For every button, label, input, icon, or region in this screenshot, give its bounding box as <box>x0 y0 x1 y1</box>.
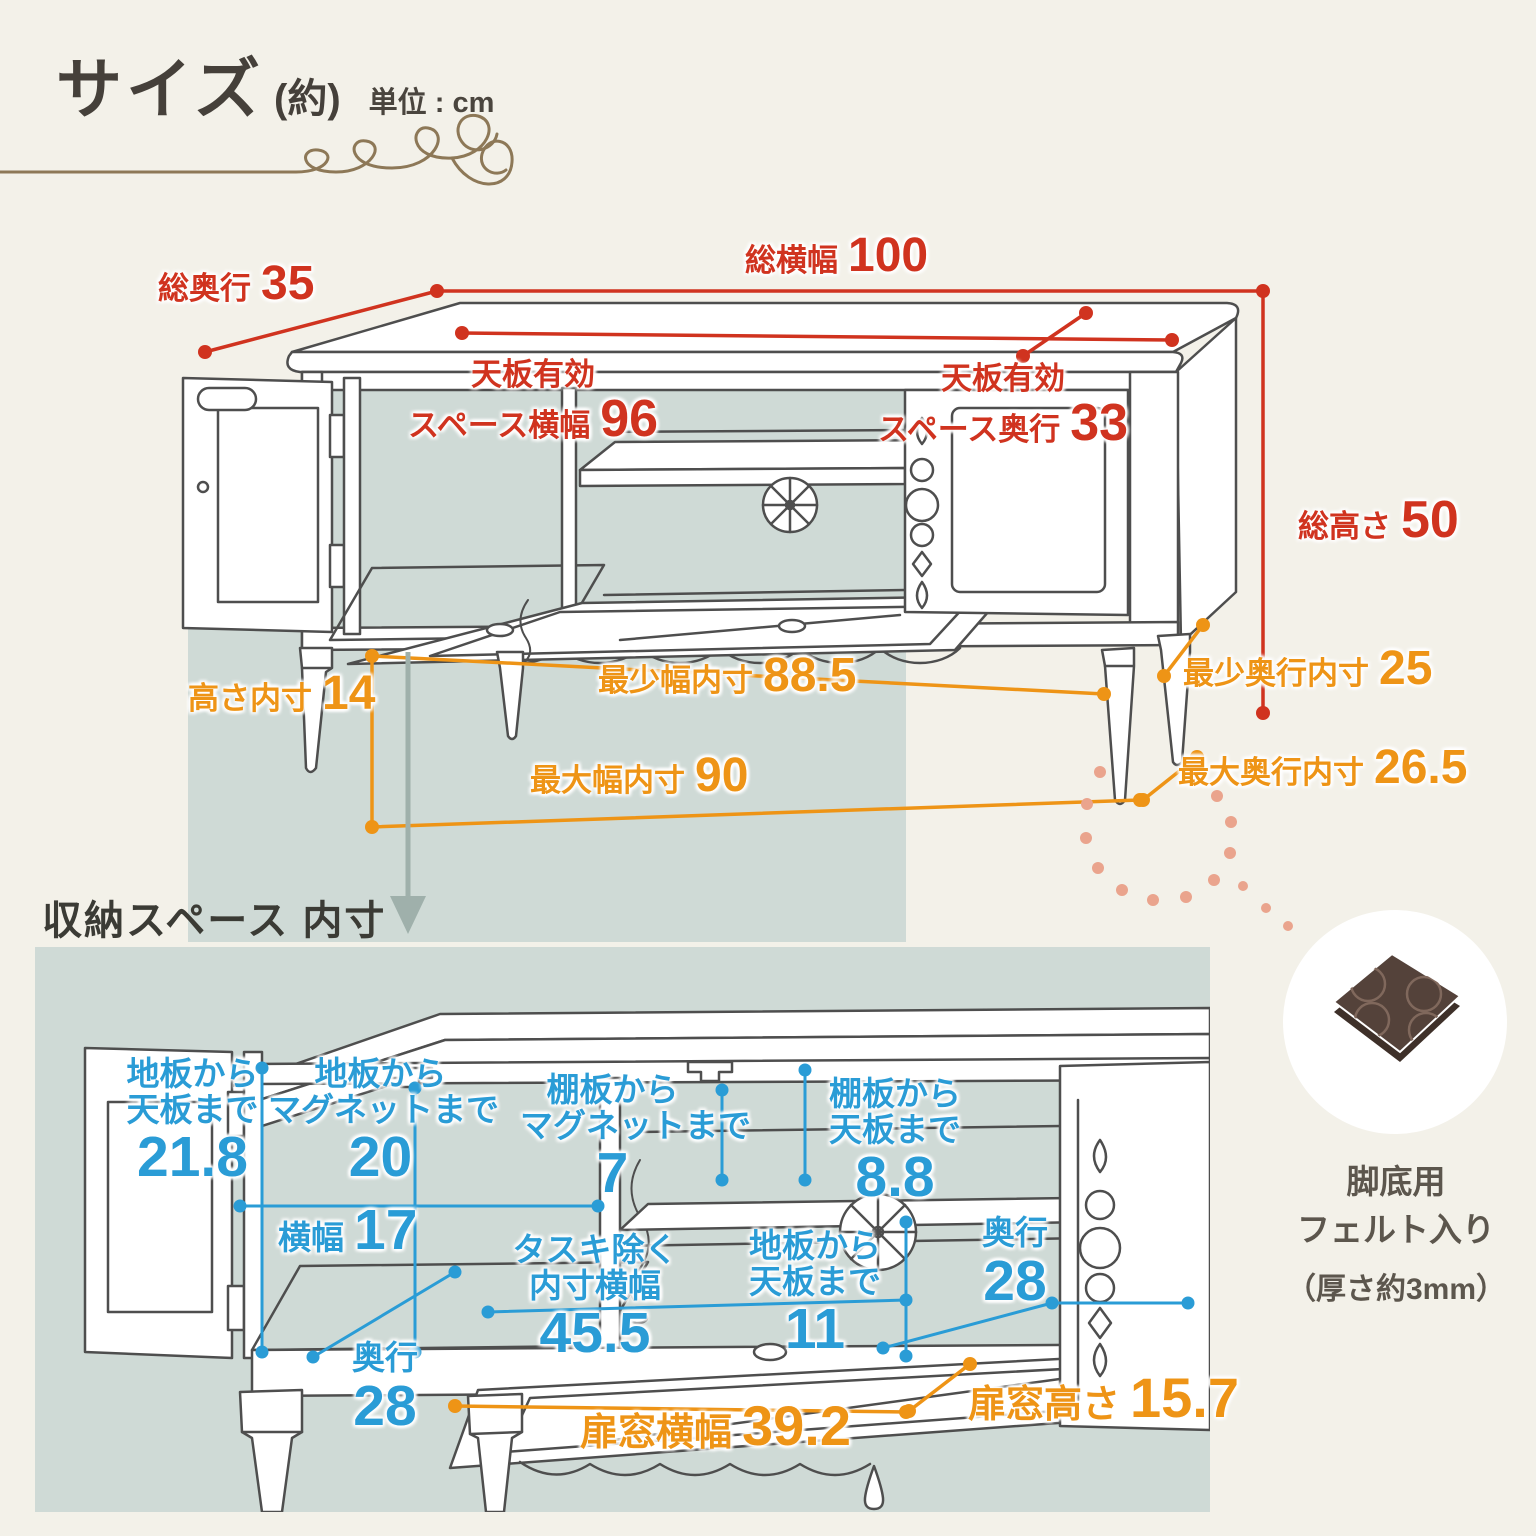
storage-section-title: 収納スペース 内寸 <box>42 899 387 943</box>
storage-right-door <box>1058 1060 1210 1432</box>
dim-min-inner-depth: 最少奥行内寸 25 <box>1183 642 1433 695</box>
dim-floor-to-magnet: 地板から マグネットまで 20 <box>268 1055 499 1190</box>
dim-center-depth: 奥行 28 <box>982 1214 1048 1313</box>
flourish-ornament <box>0 113 514 186</box>
dotted-trail <box>1080 766 1293 931</box>
flap-door-open <box>346 594 1004 666</box>
dim-left-width: 横幅 17 <box>278 1198 418 1262</box>
left-door-open <box>181 376 362 636</box>
dim-total-height: 総高さ 50 <box>1298 491 1459 549</box>
dim-total-depth: 総奥行 35 <box>158 257 315 310</box>
red-dimension-lines <box>198 284 1270 720</box>
overall-cabinet-drawing <box>181 301 1240 942</box>
page-title-text: サイズ <box>56 52 265 126</box>
dim-top-space-depth: 天板有効 スペース奥行 33 <box>877 361 1129 453</box>
dim-door-window-width: 扉窓横幅 39.2 <box>580 1394 852 1457</box>
dim-max-inner-width: 最大幅内寸 90 <box>530 749 749 802</box>
cabinet-legs <box>298 632 1192 806</box>
page-title-approx: (約) <box>274 77 341 121</box>
page-title: サイズ (約) 単位 : cm <box>56 36 494 132</box>
zoom-arrow-icon <box>390 652 426 934</box>
dim-shelf-to-top: 棚板から 天板まで 8.8 <box>829 1075 961 1210</box>
dim-inner-height: 高さ内寸 14 <box>188 667 376 720</box>
storage-cable-hole-icon <box>838 1192 918 1272</box>
storage-cabinet-drawing <box>83 1006 1210 1512</box>
blue-dimension-lines <box>233 1061 1195 1364</box>
dim-min-inner-width: 最少幅内寸 88.5 <box>598 649 857 702</box>
unit-note: 単位 : cm <box>368 87 495 119</box>
dim-floor-to-top-left: 地板から 天板まで 21.8 <box>126 1055 259 1190</box>
orange-dimension-lines <box>365 618 1210 834</box>
storage-orange-lines <box>448 1357 977 1419</box>
cable-hole-icon <box>761 476 819 534</box>
right-door <box>903 388 1130 617</box>
dim-total-width: 総横幅 100 <box>745 229 929 282</box>
dim-shelf-to-magnet: 棚板から マグネットまで 7 <box>520 1071 751 1206</box>
dim-door-window-height: 扉窓高さ 15.7 <box>968 1366 1240 1429</box>
dim-left-depth: 奥行 28 <box>352 1339 418 1438</box>
dim-top-space-width: 天板有効 スペース横幅 96 <box>407 357 659 449</box>
felt-pad-illustration <box>1283 910 1507 1134</box>
dim-width-excl-brace: タスキ除く 内寸横幅 45.5 <box>512 1231 678 1366</box>
storage-legs <box>238 1388 524 1512</box>
dim-max-inner-depth: 最大奥行内寸 26.5 <box>1178 741 1468 794</box>
felt-pad-note: 脚底用 フェルト入り （厚さ約3mm） <box>1285 1163 1507 1306</box>
dim-floor-to-top-center: 地板から 天板まで 11 <box>749 1227 881 1362</box>
storage-left-door <box>83 1046 264 1360</box>
